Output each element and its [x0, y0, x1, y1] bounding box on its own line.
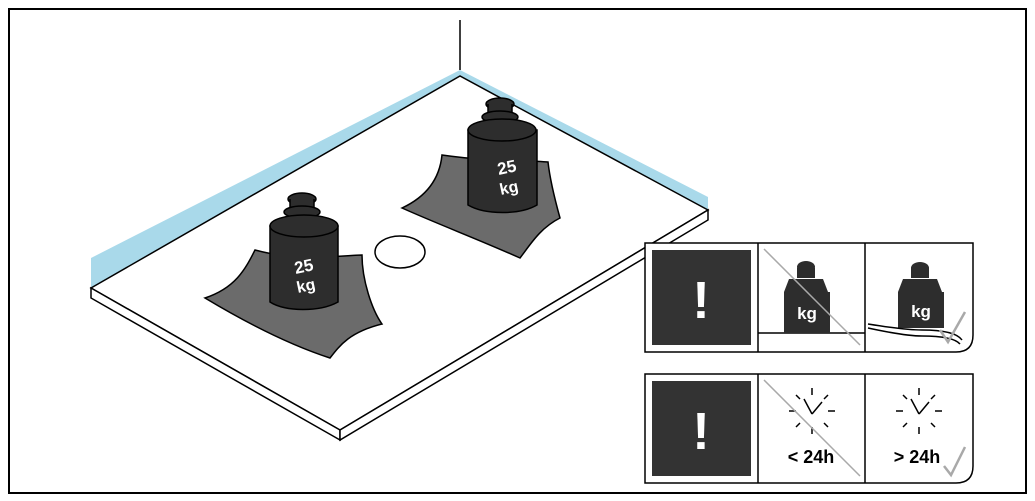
left-weight-group: 25 kg: [203, 192, 384, 359]
diagram-frame: [8, 8, 1027, 494]
clock-check-icon: > 24h: [894, 388, 967, 478]
wrong-time-label: < 24h: [788, 447, 835, 467]
right-weight-unit: kg: [498, 178, 520, 199]
left-weight: 25 kg: [269, 192, 339, 311]
left-weight-number: 25: [293, 255, 315, 278]
weight-on-curve-check-icon: kg: [867, 262, 967, 345]
warning-symbol-2: !: [692, 403, 709, 461]
panel-side-edge: [339, 208, 709, 442]
right-weight-number: 25: [496, 156, 518, 179]
center-hole: [374, 235, 426, 269]
check-mark-icon: [938, 311, 967, 345]
right-weight-label: kg: [911, 302, 931, 321]
right-weight: 25 kg: [467, 97, 538, 214]
right-weight-group: 25 kg: [400, 97, 561, 259]
instruction-panel-time: ! < 24h: [644, 373, 974, 484]
warning-symbol: !: [692, 272, 709, 330]
check-mark-icon-2: [943, 446, 967, 478]
wrong-weight-label: kg: [797, 304, 817, 323]
warning-icon: [652, 250, 751, 345]
instruction-panel-weight: ! kg kg: [644, 242, 974, 353]
clock-crossed-icon: < 24h: [763, 379, 861, 477]
warning-icon-2: [652, 381, 751, 476]
right-time-label: > 24h: [894, 447, 941, 467]
weight-crossed-icon: kg: [758, 248, 865, 346]
left-weight-unit: kg: [295, 276, 317, 297]
